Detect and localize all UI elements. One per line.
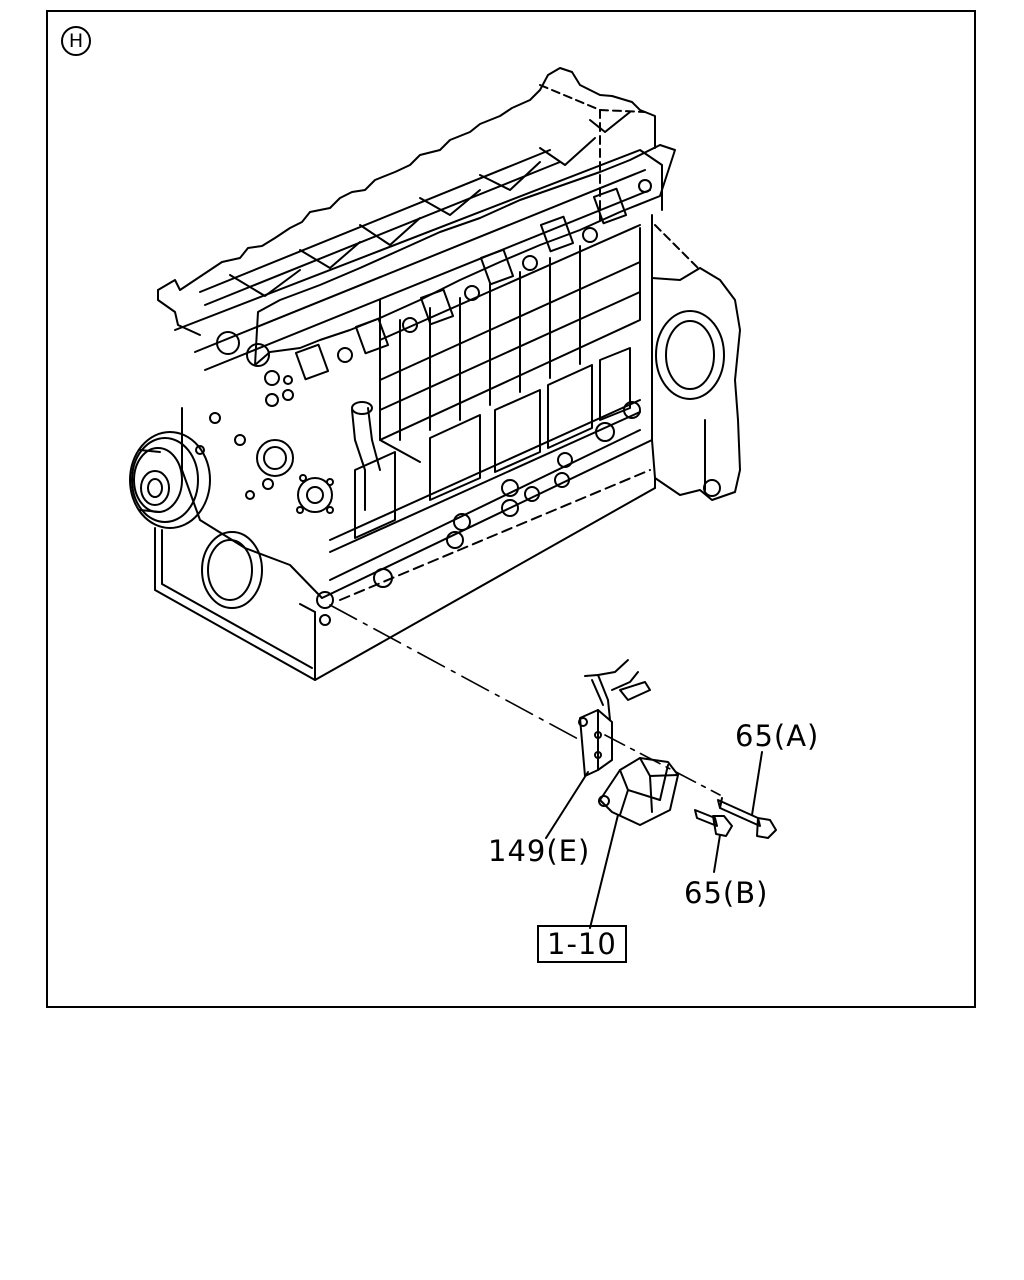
bolt-65a [717, 797, 777, 839]
bolt-centerline [604, 734, 721, 796]
view-marker: H [61, 26, 91, 56]
leader-65b [713, 834, 721, 873]
bolt-65b [694, 809, 733, 837]
leader-65a [751, 751, 763, 816]
callout-149e: 149(E) [488, 834, 591, 868]
engine-block [129, 67, 741, 681]
engine-mount-1-10 [598, 757, 679, 826]
callout-65a: 65(A) [735, 719, 820, 753]
leader-1-10 [589, 814, 619, 929]
callout-1-10: 1-10 [537, 925, 627, 963]
callout-65b: 65(B) [684, 876, 769, 910]
view-marker-letter: H [68, 29, 84, 52]
bracket-149e [578, 659, 651, 777]
callout-1-10-text: 1-10 [547, 927, 617, 961]
leader-149e [545, 771, 589, 839]
diagram-frame [46, 10, 976, 1008]
alignment-centerline [329, 604, 581, 741]
